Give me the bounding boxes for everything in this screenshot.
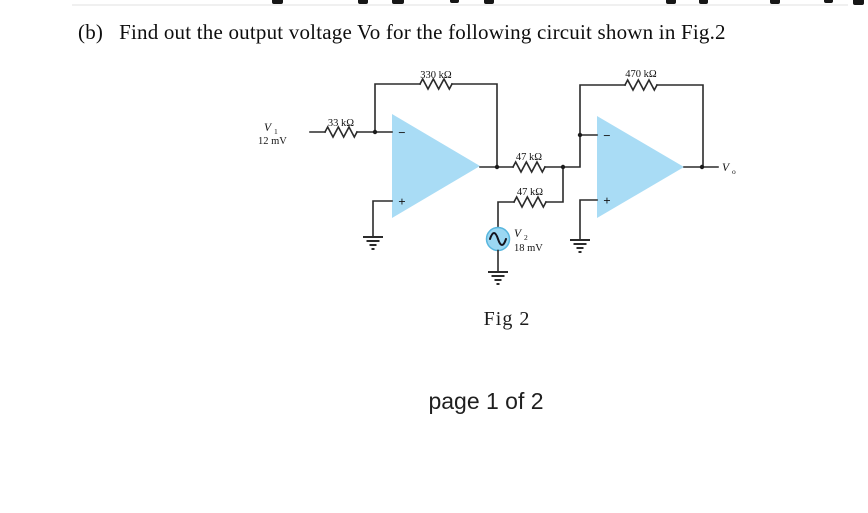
remnant-mark bbox=[824, 0, 833, 3]
resistor-47k-top bbox=[479, 160, 564, 174]
remnant-mark bbox=[770, 0, 780, 4]
page-indicator: page 1 of 2 bbox=[428, 388, 544, 414]
remnant-mark bbox=[358, 0, 368, 4]
question-text: Find out the output voltage Vo for the f… bbox=[119, 20, 726, 44]
clipped-text-streak bbox=[72, 4, 848, 6]
node-dot bbox=[560, 164, 566, 170]
remnant-mark bbox=[666, 0, 676, 4]
node-dot bbox=[494, 164, 500, 170]
opamp1-minus-label: − bbox=[398, 125, 405, 140]
label-v2: V 2 18 mV bbox=[514, 228, 543, 254]
resistor-470k bbox=[579, 78, 704, 168]
question-line: (b) Find out the output voltage Vo for t… bbox=[78, 20, 726, 45]
opamp2-triangle bbox=[597, 116, 684, 218]
svg-text:2: 2 bbox=[524, 233, 528, 242]
svg-text:1: 1 bbox=[274, 127, 278, 136]
svg-text:V: V bbox=[264, 122, 273, 134]
node-dot bbox=[372, 129, 378, 135]
label-v1: V 1 12 mV bbox=[258, 122, 287, 147]
figure-caption: Fig 2 bbox=[483, 308, 531, 330]
ground-v2 bbox=[488, 271, 508, 285]
label-47k-bottom: 47 kΩ bbox=[517, 187, 543, 198]
opamp1-triangle bbox=[392, 114, 480, 218]
label-v2-value: 18 mV bbox=[514, 243, 543, 254]
circuit-diagram: − + − + 33 kΩ 330 kΩ 470 kΩ 47 kΩ 47 kΩ … bbox=[258, 69, 736, 285]
wire-mid-to-op2 bbox=[562, 134, 598, 168]
node-dot bbox=[577, 132, 583, 138]
label-vo: V o bbox=[722, 162, 736, 176]
label-v1-value: 12 mV bbox=[258, 136, 287, 147]
label-330k: 330 kΩ bbox=[420, 70, 452, 81]
remnant-mark bbox=[484, 0, 494, 4]
label-47k-top: 47 kΩ bbox=[516, 152, 542, 163]
opamp2-minus-label: − bbox=[603, 128, 610, 143]
opamp1-plus-label: + bbox=[398, 194, 405, 209]
sine-wave-icon bbox=[489, 232, 507, 246]
remnant-mark bbox=[450, 0, 459, 3]
ground-opamp2 bbox=[570, 199, 598, 253]
remnant-mark bbox=[392, 0, 404, 4]
label-470k: 470 kΩ bbox=[625, 69, 657, 80]
remnant-mark bbox=[272, 0, 283, 4]
ac-source-v2 bbox=[485, 226, 511, 285]
opamp2-plus-label: + bbox=[603, 193, 610, 208]
svg-text:V: V bbox=[514, 228, 523, 240]
resistor-47k-bottom bbox=[497, 166, 564, 228]
ground-opamp1 bbox=[363, 200, 393, 250]
question-label: (b) bbox=[78, 20, 104, 44]
node-dot bbox=[699, 164, 705, 170]
svg-text:V: V bbox=[722, 162, 731, 174]
resistor-330k bbox=[374, 77, 498, 168]
label-33k: 33 kΩ bbox=[328, 118, 354, 129]
remnant-mark bbox=[853, 0, 864, 5]
svg-text:o: o bbox=[732, 167, 736, 176]
remnant-mark bbox=[699, 0, 708, 4]
